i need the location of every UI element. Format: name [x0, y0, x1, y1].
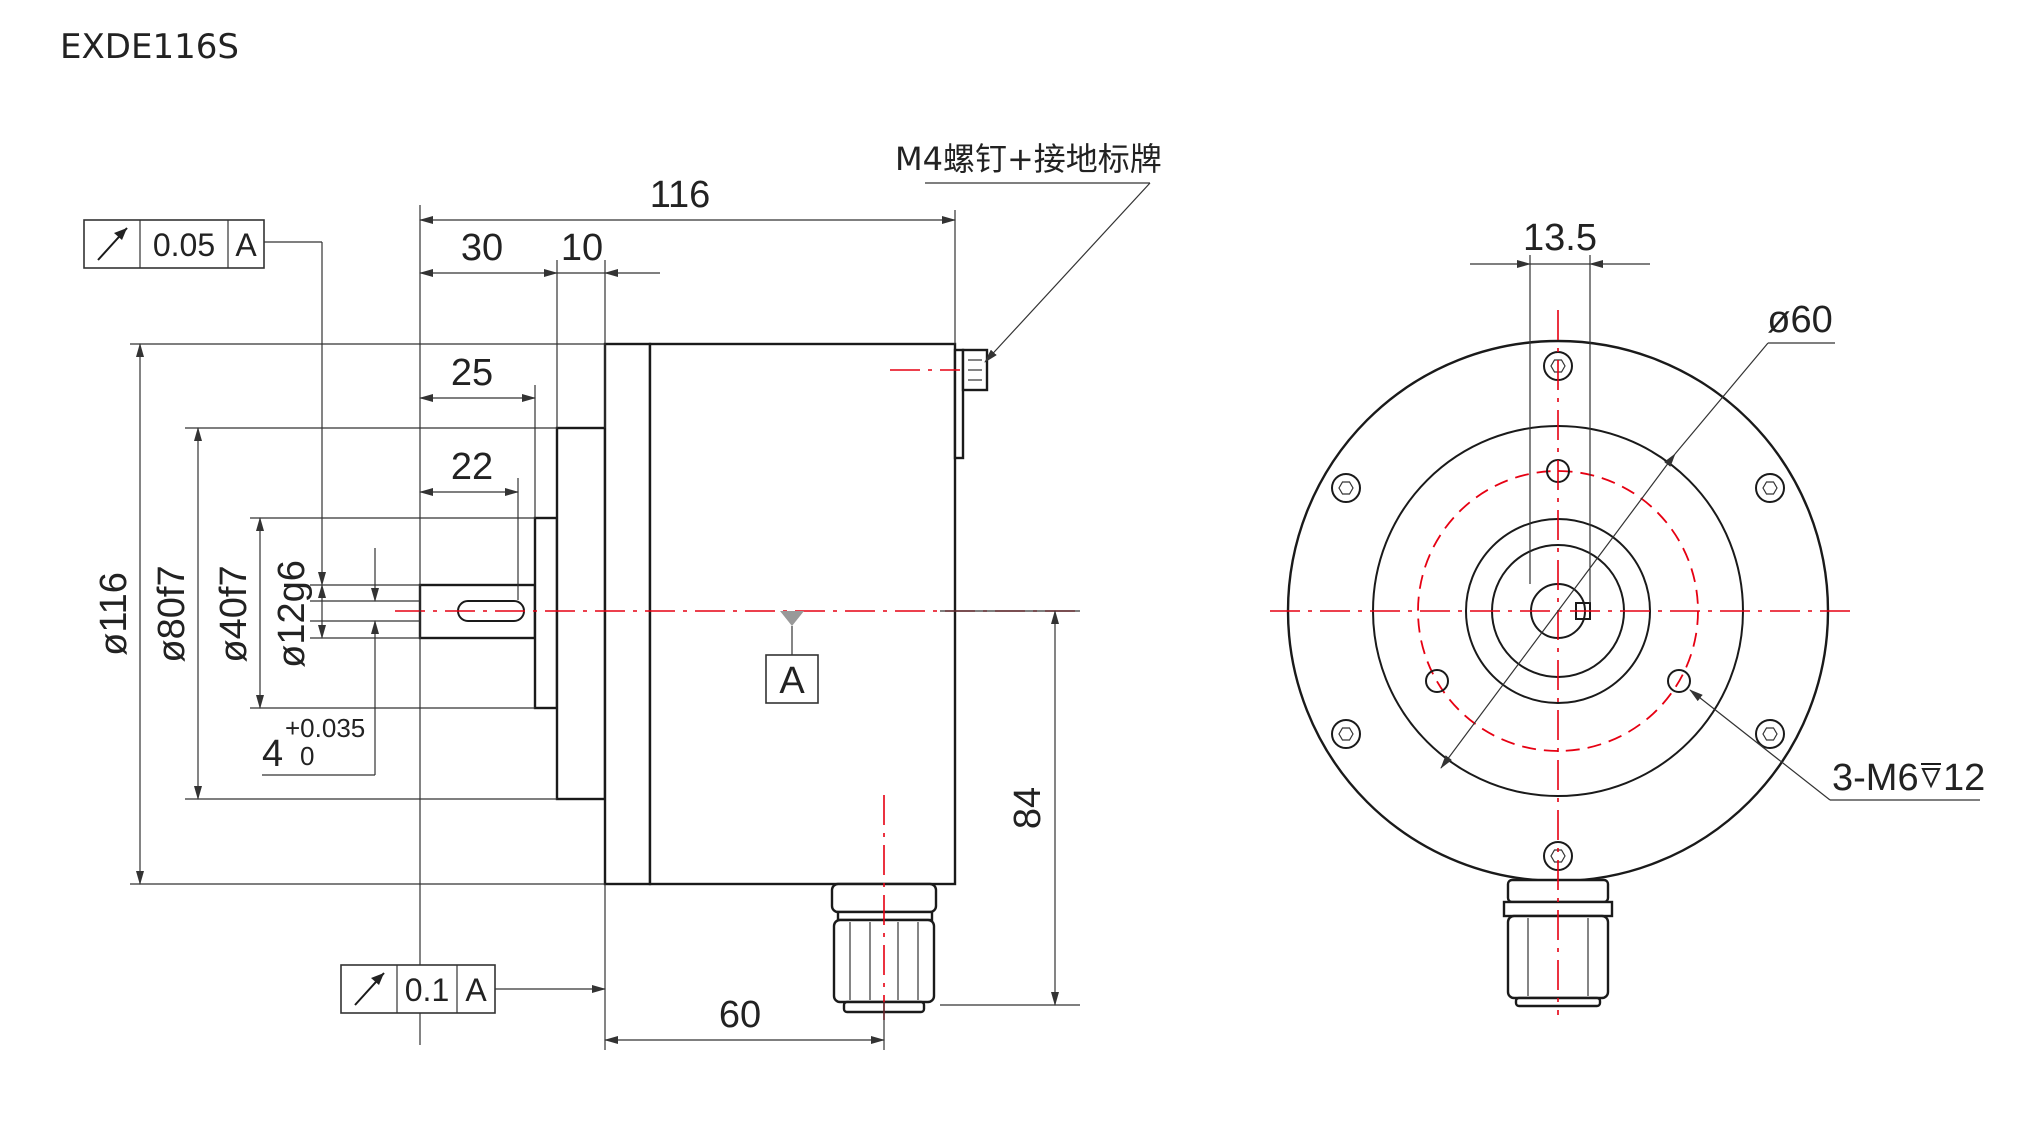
dim-shaft-length: 30	[461, 227, 503, 269]
side-view: 116 30 10 25 22 ø116 ø80f7 ø40f7 ø12g6 4…	[83, 140, 1162, 1050]
flange	[603, 342, 652, 886]
tolerance-bottom-datum: A	[465, 972, 487, 1008]
dim-shaft-step: 25	[451, 352, 493, 394]
cable-connector-front	[1502, 878, 1614, 1008]
hub-step	[533, 516, 559, 710]
mount-screw	[1755, 473, 1785, 503]
drawing-title: EXDE116S	[60, 27, 239, 67]
dim-connector-offset: 60	[719, 994, 761, 1036]
dim-dia-body: ø116	[93, 572, 135, 656]
dim-dia-hub: ø40f7	[213, 565, 255, 662]
keyway	[457, 600, 525, 622]
dim-flange-thickness: 10	[561, 227, 603, 269]
ground-plate	[953, 348, 965, 460]
mount-screw	[1755, 719, 1785, 749]
dim-key-offset: 13.5	[1523, 217, 1597, 259]
dim-pcd: ø60	[1767, 299, 1832, 341]
spigot	[555, 426, 607, 801]
housing	[648, 342, 957, 886]
tolerance-frame-top: 0.05 A	[83, 219, 326, 586]
thread-depth-icon	[1921, 763, 1941, 789]
tolerance-bottom-value: 0.1	[405, 972, 449, 1008]
ground-screw-label: M4螺钉+接地标牌	[895, 140, 1162, 178]
dim-dia-shaft: ø12g6	[271, 560, 313, 668]
tolerance-top-datum: A	[235, 227, 257, 263]
dim-center-height: 84	[1007, 787, 1049, 829]
dim-overall-length: 116	[650, 174, 711, 216]
datum-triangle	[780, 611, 804, 626]
dim-key-width: 4	[262, 733, 283, 775]
thread-hole-label: 3-M6	[1832, 757, 1919, 799]
mount-screw	[1331, 473, 1361, 503]
front-view: 13.5 ø60 3-M6 12	[1270, 217, 1985, 1015]
dim-dia-spigot: ø80f7	[151, 565, 193, 662]
runout-arrow-icon	[97, 227, 128, 261]
tolerance-top-value: 0.05	[153, 227, 215, 263]
datum-box	[765, 654, 819, 704]
datum-label: A	[779, 660, 805, 702]
dim-keyway-length: 22	[451, 446, 493, 488]
runout-arrow-icon	[354, 972, 385, 1006]
dim-key-tol-lower: 0	[300, 741, 314, 771]
tolerance-frame-bottom: 0.1 A	[340, 964, 606, 1014]
thread-depth-label: 12	[1943, 757, 1985, 799]
dim-key-tol-upper: +0.035	[285, 713, 365, 743]
mount-screw	[1331, 719, 1361, 749]
